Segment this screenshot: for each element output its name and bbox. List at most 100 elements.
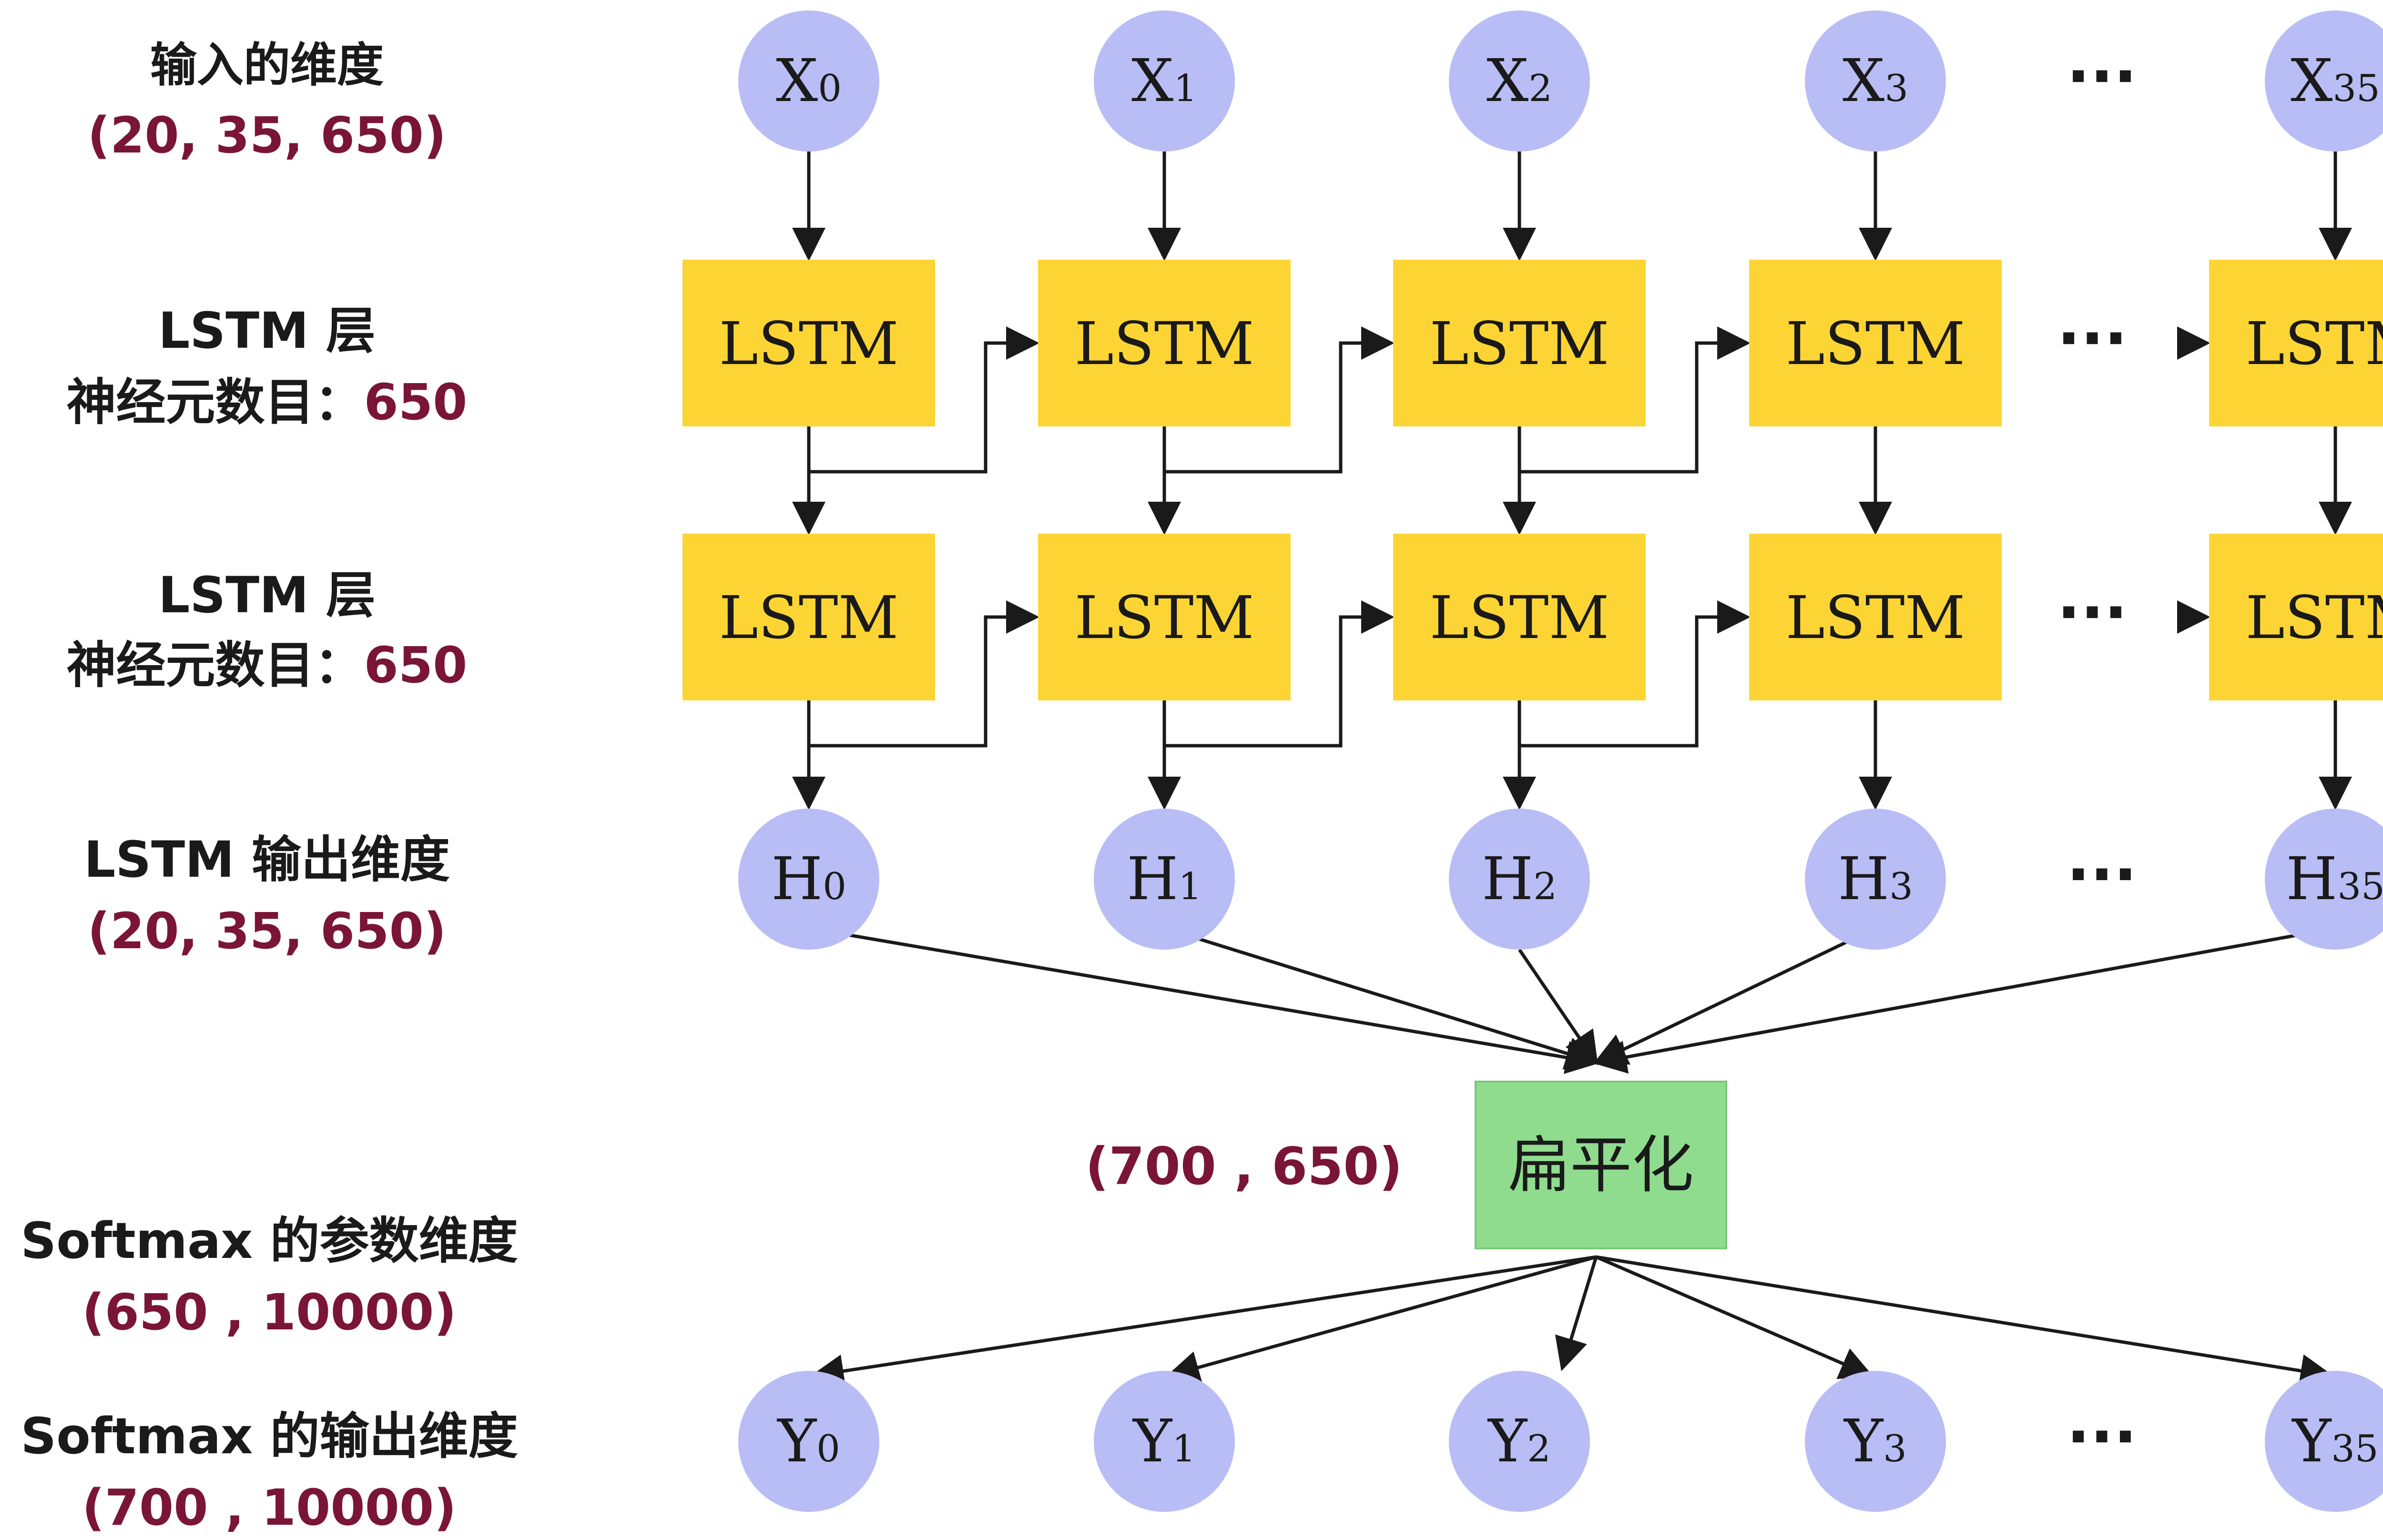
- hidden-node-4-base: H: [2286, 845, 2337, 913]
- lstm1-cell-3-label: LSTM: [1786, 310, 1965, 378]
- lstm2-cell-3-box: [1749, 534, 2002, 700]
- input-node-4-base: X: [2291, 47, 2332, 115]
- input-node-0: X0: [738, 10, 879, 152]
- lstm1-cell-0-label: LSTM: [719, 310, 899, 378]
- lstm2-title: LSTM 层: [158, 566, 376, 624]
- flatten-box: [1475, 1081, 1727, 1249]
- arrow-recurrent-layer1-1: [1164, 326, 1395, 474]
- output-node-1-label: Y1: [1132, 1407, 1196, 1476]
- hidden-node-1-subscript: 1: [1178, 865, 1202, 908]
- hidden-node-3-subscript: 3: [1889, 865, 1913, 908]
- hidden-node-3-label: H3: [1838, 845, 1913, 913]
- lstm2-cell-3: LSTM: [1749, 534, 2002, 700]
- arrow-recurrent-layer2-2: [1519, 600, 1751, 748]
- output-node-0-circle: [738, 1371, 879, 1512]
- hidden-node-0: H0: [738, 809, 879, 950]
- flatten-node: 扁平化: [1475, 1081, 1727, 1249]
- hidden-node-2-label: H2: [1482, 845, 1557, 913]
- arrow-recurrent-layer1-2: [1519, 326, 1751, 474]
- arrow-recurrent-layer2-0: [809, 600, 1039, 748]
- input-node-1-circle: [1094, 10, 1235, 152]
- lstm2-cell-4: LSTM: [2209, 534, 2383, 700]
- input-node-4-subscript: 35: [2333, 67, 2380, 110]
- hidden-node-0-label: H0: [771, 845, 846, 913]
- input-node-1-base: X: [1131, 47, 1173, 115]
- input-node-3: X3: [1805, 10, 1946, 152]
- lstm2-neurons-value: 650: [364, 636, 467, 694]
- hidden-node-0-circle: [738, 809, 879, 950]
- output-node-3-label: Y3: [1843, 1407, 1907, 1476]
- output-node-0-base: Y: [776, 1407, 817, 1476]
- left-labels: 输入的维度 (20, 35, 650) LSTM 层 神经元数目：650 LST…: [20, 38, 518, 1537]
- arrow-recurrent-layer2-1: [1164, 600, 1395, 748]
- hidden-node-2: H2: [1449, 809, 1590, 950]
- arrow-h-to-flatten-1: [1163, 926, 1599, 1070]
- hidden-node-4-label: H35: [2286, 845, 2383, 913]
- softmax-output-dims: (700 , 10000): [82, 1479, 457, 1537]
- output-node-4-circle: [2265, 1371, 2383, 1512]
- lstm2-cell-1: LSTM: [1038, 534, 1291, 700]
- lstm1-cell-3: LSTM: [1749, 260, 2002, 426]
- arrow-layer: [792, 152, 2352, 1388]
- lstm1-cell-4: LSTM: [2209, 260, 2383, 426]
- output-node-4-subscript: 35: [2331, 1428, 2378, 1470]
- output-node-1-subscript: 1: [1172, 1428, 1196, 1470]
- hidden-node-1-base: H: [1127, 845, 1178, 913]
- lstm2-neurons-label: 神经元数目：: [66, 636, 364, 694]
- output-node-2-circle: [1449, 1371, 1590, 1512]
- ellipsis-hidden: ···: [2067, 838, 2137, 911]
- input-node-3-subscript: 3: [1884, 67, 1908, 110]
- input-node-0-base: X: [776, 47, 818, 115]
- output-node-2: Y2: [1449, 1371, 1590, 1512]
- output-node-0: Y0: [738, 1371, 879, 1512]
- node-layer: X0X1X2X3X35LSTMLSTMLSTMLSTMLSTMLSTMLSTML…: [682, 10, 2383, 1512]
- hidden-node-1-circle: [1094, 809, 1235, 950]
- lstm1-cell-0: LSTM: [682, 260, 935, 426]
- hidden-node-1: H1: [1094, 809, 1235, 950]
- input-node-3-base: X: [1843, 47, 1884, 115]
- output-node-4: Y35: [2265, 1371, 2383, 1512]
- hidden-node-0-base: H: [771, 845, 823, 913]
- softmax-params-dims: (650 , 10000): [82, 1283, 457, 1341]
- input-node-1: X1: [1094, 10, 1235, 152]
- lstm1-cell-2-label: LSTM: [1430, 310, 1609, 378]
- hidden-node-3-base: H: [1838, 845, 1889, 913]
- arrow-h-to-flatten-0: [808, 926, 1599, 1074]
- input-node-0-subscript: 0: [818, 67, 842, 110]
- input-node-3-label: X3: [1843, 47, 1908, 115]
- lstm2-cell-4-box: [2209, 534, 2383, 700]
- arrow-flatten-to-y-3: [1595, 1255, 1874, 1379]
- input-node-1-label: X1: [1131, 47, 1197, 115]
- lstm2-cell-1-label: LSTM: [1075, 584, 1254, 652]
- hidden-node-3-circle: [1805, 809, 1946, 950]
- input-node-0-label: X0: [776, 47, 842, 115]
- lstm1-cell-1-box: [1038, 260, 1291, 426]
- lstm1-cell-0-box: [682, 260, 935, 426]
- input-dim-value: (20, 35, 650): [87, 106, 446, 164]
- input-node-2-subscript: 2: [1528, 67, 1552, 110]
- arrow-h-to-flatten-2: [1518, 949, 1598, 1065]
- input-node-0-circle: [738, 10, 879, 152]
- input-node-1-subscript: 1: [1173, 67, 1197, 110]
- output-node-3: Y3: [1805, 1371, 1946, 1512]
- hidden-node-0-subscript: 0: [823, 865, 846, 908]
- flatten-dims: (700 , 650): [1085, 1137, 1403, 1196]
- hidden-node-2-subscript: 2: [1533, 865, 1557, 908]
- output-node-2-label: Y2: [1487, 1407, 1551, 1476]
- input-node-4-circle: [2265, 10, 2383, 152]
- lstm2-cell-0-box: [682, 534, 935, 700]
- arrow-h-to-flatten-4: [1593, 926, 2336, 1074]
- output-node-1-circle: [1094, 1371, 1235, 1512]
- ellipsis-lstm2: ···: [2057, 576, 2128, 648]
- input-node-2: X2: [1449, 10, 1590, 152]
- lstm1-cell-1-label: LSTM: [1075, 310, 1254, 378]
- hidden-node-2-circle: [1449, 809, 1590, 950]
- output-node-3-subscript: 3: [1883, 1428, 1907, 1470]
- lstm2-cell-0-label: LSTM: [719, 584, 899, 652]
- output-node-4-label: Y35: [2291, 1407, 2378, 1476]
- lstm2-cell-2-label: LSTM: [1430, 584, 1609, 652]
- lstm2-cell-1-box: [1038, 534, 1291, 700]
- ellipsis-lstm1: ···: [2057, 302, 2128, 375]
- input-node-4: X35: [2265, 10, 2383, 152]
